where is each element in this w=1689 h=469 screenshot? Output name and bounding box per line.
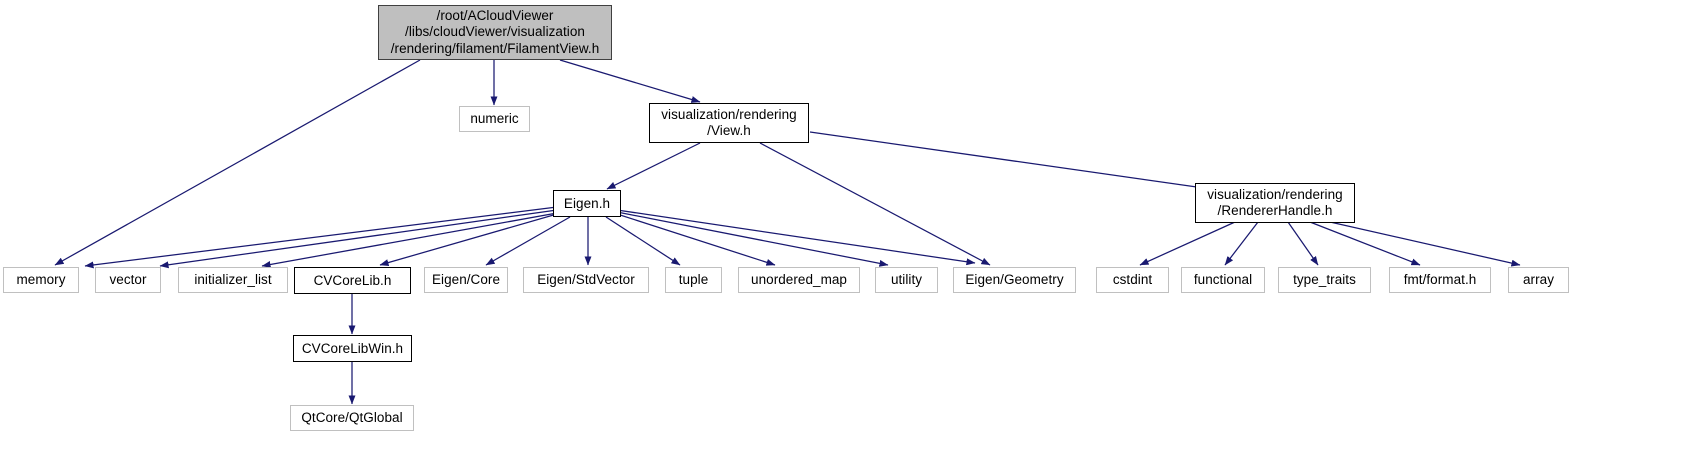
node-functional[interactable]: functional — [1181, 267, 1265, 293]
node-eigen-core[interactable]: Eigen/Core — [424, 267, 508, 293]
node-qtcore-qtglobal[interactable]: QtCore/QtGlobal — [290, 405, 414, 431]
node-cvcorelib-h[interactable]: CVCoreLib.h — [294, 267, 411, 294]
node-type-traits[interactable]: type_traits — [1278, 267, 1371, 293]
node-visualization-rendering-rendererhandle[interactable]: visualization/rendering /RendererHandle.… — [1195, 183, 1355, 223]
node-eigen-h[interactable]: Eigen.h — [553, 190, 621, 217]
node-memory[interactable]: memory — [3, 267, 79, 293]
node-numeric[interactable]: numeric — [459, 106, 530, 132]
node-cstdint[interactable]: cstdint — [1096, 267, 1169, 293]
node-eigen-geometry[interactable]: Eigen/Geometry — [953, 267, 1076, 293]
node-unordered-map[interactable]: unordered_map — [738, 267, 860, 293]
node-visualization-rendering-view[interactable]: visualization/rendering /View.h — [649, 103, 809, 143]
node-eigen-stdvector[interactable]: Eigen/StdVector — [523, 267, 649, 293]
node-initializer-list[interactable]: initializer_list — [178, 267, 288, 293]
node-utility[interactable]: utility — [875, 267, 938, 293]
node-cvcorelibwin-h[interactable]: CVCoreLibWin.h — [293, 335, 412, 362]
node-tuple[interactable]: tuple — [665, 267, 722, 293]
node-filamentview-root[interactable]: /root/ACloudViewer /libs/cloudViewer/vis… — [378, 5, 612, 60]
node-vector[interactable]: vector — [95, 267, 161, 293]
node-fmt-format-h[interactable]: fmt/format.h — [1389, 267, 1491, 293]
node-array[interactable]: array — [1508, 267, 1569, 293]
